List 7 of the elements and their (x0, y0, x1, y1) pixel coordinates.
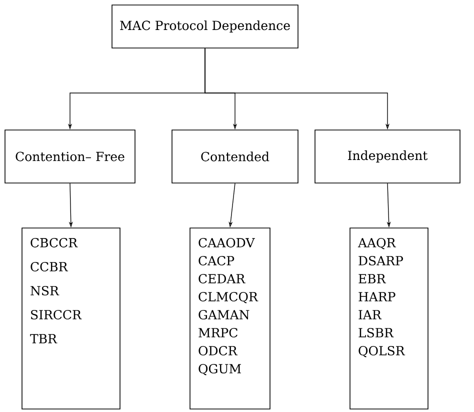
list-box: AAQR DSARP EBR HARP IAR LSBR QOLSR (350, 228, 428, 410)
category-box: Contended (172, 130, 298, 184)
list-box: CBCCR CCBR NSR SIRCCR TBR (22, 228, 120, 410)
root-box: MAC Protocol Dependence (112, 4, 298, 48)
category-box: Independent (314, 130, 460, 184)
category-box: Contention– Free (4, 130, 136, 184)
list-box: CAAODV CACP CEDAR CLMCQR GAMAN MRPC ODCR QGUM (190, 228, 270, 410)
